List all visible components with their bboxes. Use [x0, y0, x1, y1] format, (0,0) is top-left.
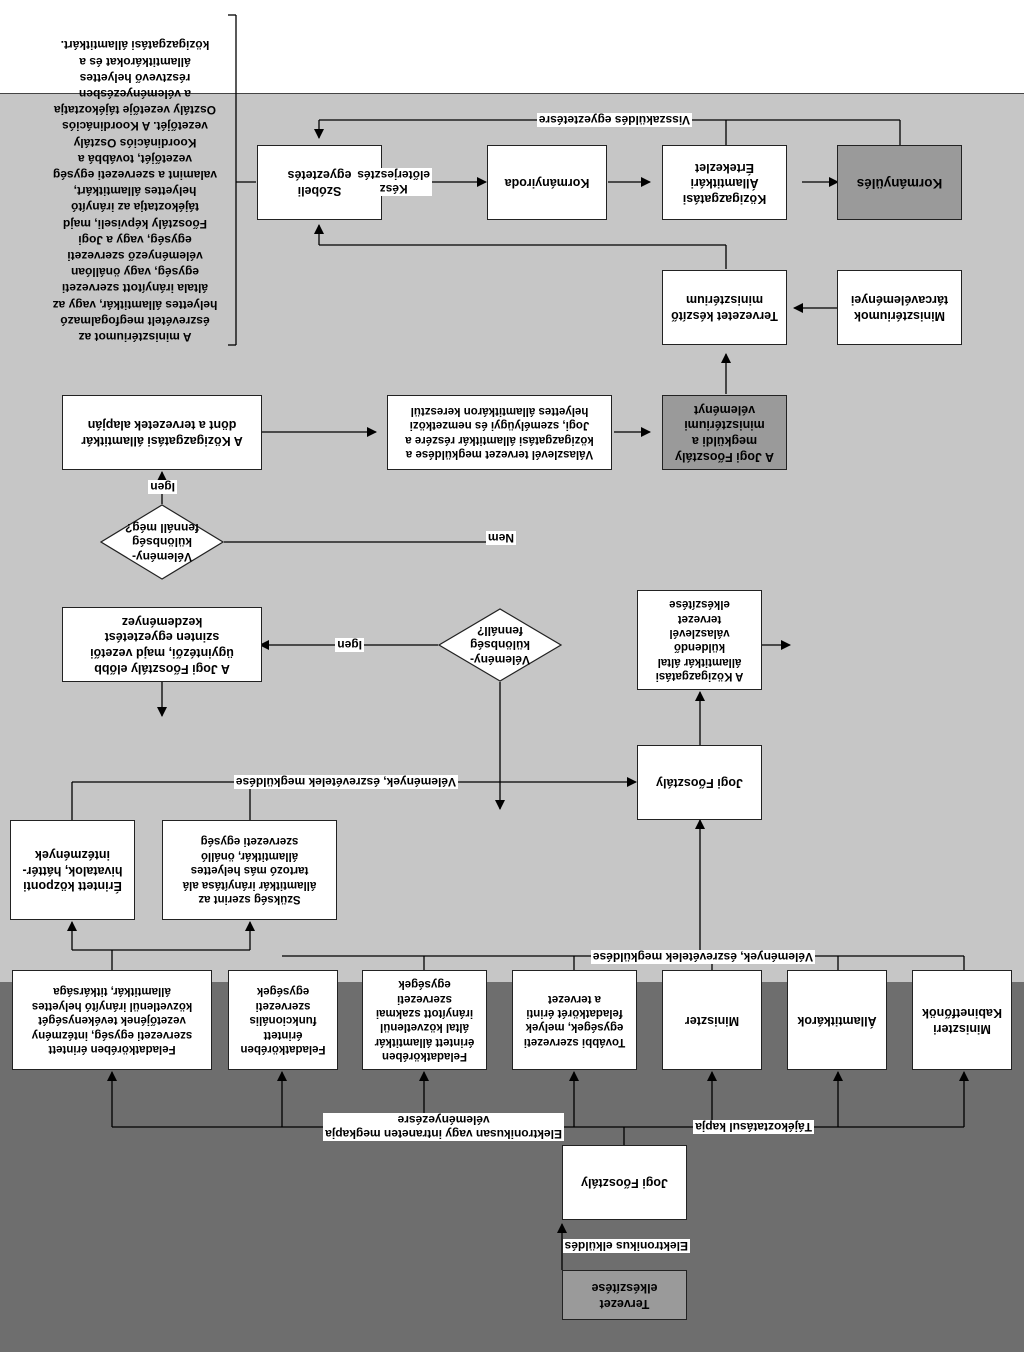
node-feladatkor-2: Feladatkörében érintett funkcionális sze…	[228, 970, 338, 1070]
node-feladatkor-1: Feladatkörében érintett szervezeti egysé…	[12, 970, 212, 1070]
node-erintett-kozponti: Érintett központi hivatalok, háttér- int…	[10, 820, 135, 920]
decision-diamond-1: Vélemény- különbség fennáll?	[438, 608, 562, 682]
node-kozig-ertekezlet: Közigazgatási Államtitkári Értekezlet	[662, 145, 787, 220]
node-kormanyules: Kormányülés	[837, 145, 962, 220]
node-miniszteriumok: Minisztériumok tárcavéleményei	[837, 270, 962, 345]
label-tajekoztatasul: Tájékoztatásul kapja	[693, 1120, 814, 1134]
label-igen-1: Igen	[335, 638, 364, 652]
decision-2-text: Vélemény- különbség fennáll még?	[125, 520, 200, 564]
node-kozig-dont: A Közigazgatási államtitkár dönt a terve…	[62, 395, 262, 470]
label-visszakuldes: Visszaküldés egyeztetésre	[536, 113, 692, 127]
node-valaszlevel: Válaszlevél tervezet megküldése a köziga…	[387, 395, 612, 470]
node-kabinetfonok: Miniszteri Kabinetfőnök	[912, 970, 1012, 1070]
node-tervezetet-keszito: Tervezetet készítő minisztérium	[662, 270, 787, 345]
label-igen-2: Igen	[148, 480, 177, 494]
label-velemenyek-2: Vélemények, észrevételek megküldése	[233, 775, 458, 789]
label-elektronikus-elkuldes: Elektronikus elküldés	[562, 1239, 690, 1253]
node-jogi-mid: Jogi Főosztály	[637, 745, 762, 820]
label-elektronikusan-megkapja: Elektronikusan vagy intraneten megkapja …	[323, 1113, 564, 1141]
label-velemenyek-1: Vélemények, észrevételek megküldése	[590, 950, 815, 964]
node-allamtitkarok: Államtitkárok	[787, 970, 887, 1070]
node-tovabbi: További szervezeti egységek, melyek fela…	[512, 970, 637, 1070]
node-szukseg: Szükség szerint az államtitkár irányítás…	[162, 820, 337, 920]
node-jogi-elobb: A Jogi Főosztály előbb ügyintézői, majd …	[62, 607, 262, 682]
node-jogi-bottom: Jogi Főosztály	[562, 1145, 687, 1220]
note-representation: A minisztériumot az észrevételt megfogal…	[52, 38, 218, 344]
node-kozig-kuldendo: A Közigazgatási államtitkár által külden…	[637, 590, 762, 690]
decision-1-text: Vélemény- különbség fennáll?	[469, 623, 531, 667]
node-feladatkor-3: Feladatkörében érintett államtitkár álta…	[362, 970, 487, 1070]
decision-diamond-2: Vélemény- különbség fennáll még?	[100, 504, 224, 580]
node-jogi-megkuldi: A Jogi Főosztály megküldi a minisztérium…	[662, 395, 787, 470]
node-miniszter: Miniszter	[662, 970, 762, 1070]
node-kormanyiroda: Kormányiroda	[487, 145, 607, 220]
label-kesz-eloterjesztes: Kész előterjesztés	[355, 168, 432, 196]
label-nem: Nem	[485, 531, 516, 545]
node-tervezet: Tervezet elkészítése	[562, 1270, 687, 1320]
